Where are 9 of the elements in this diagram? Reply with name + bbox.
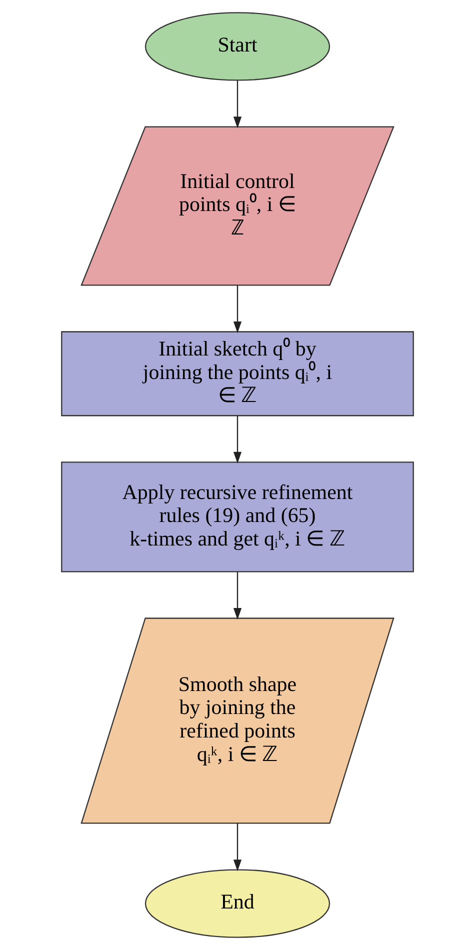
arrow [232,80,242,128]
node-box: Initial sketch q⁰ by joining the points qᵢ⁰, i ∈ ℤ [60,331,414,416]
arrow [232,416,242,464]
node-box: Apply recursive refinement rules (19) and (65) k-times and get qᵢᵏ, i ∈ ℤ [60,462,414,572]
arrow [232,823,242,872]
node-ellipse: End [144,869,330,938]
node-ellipse: Start [144,12,330,81]
arrow [232,572,242,620]
arrow [232,285,242,334]
